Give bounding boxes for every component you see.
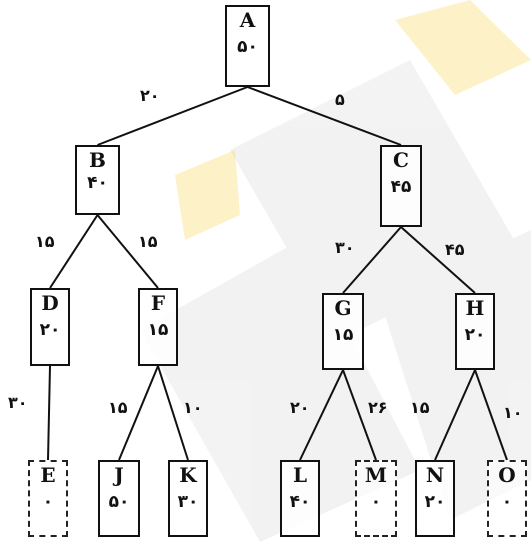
node-J: J ۵۰	[98, 460, 140, 537]
edge-H-N	[434, 369, 476, 461]
edge-weight-G-L: ۲۰	[290, 398, 310, 417]
node-value: ۲۰	[424, 492, 446, 512]
edge-weight-H-N: ۱۵	[410, 398, 430, 417]
edge-A-B	[97, 86, 248, 146]
edge-H-O	[474, 369, 508, 461]
edge-F-J	[118, 365, 159, 461]
edge-weight-G-M: ۲۶	[368, 398, 388, 417]
watermark-accent	[175, 0, 531, 240]
edge-B-F	[96, 214, 159, 289]
node-label: O	[498, 463, 516, 487]
edge-B-D	[49, 214, 99, 289]
node-label: B	[89, 148, 106, 172]
watermark-shapes	[140, 60, 531, 542]
node-label: A	[239, 8, 256, 32]
node-label: K	[179, 463, 197, 487]
edge-C-G	[342, 226, 402, 294]
node-label: N	[425, 463, 445, 487]
node-label: D	[41, 291, 59, 315]
node-L: L ۴۰	[280, 460, 320, 537]
edges-layer	[47, 86, 508, 461]
node-value: ۴۰	[87, 173, 108, 193]
edge-weight-F-K: ۱۰	[183, 398, 203, 417]
edge-weight-D-E: ۳۰	[8, 393, 28, 412]
edge-F-K	[157, 365, 189, 461]
node-N: N ۲۰	[415, 460, 455, 537]
edge-G-M	[342, 369, 377, 461]
node-H: H ۲۰	[455, 293, 495, 370]
node-label: F	[150, 291, 166, 315]
node-C: C ۴۵	[380, 145, 422, 227]
edge-C-H	[400, 226, 476, 294]
edge-weight-F-J: ۱۵	[108, 398, 128, 417]
node-value: ۵۰	[237, 37, 258, 57]
node-value: ۳۰	[177, 492, 199, 512]
edge-weight-A-C: ۵	[335, 90, 345, 109]
edge-weight-B-D: ۱۵	[35, 232, 55, 251]
edge-D-E	[47, 365, 51, 461]
node-F: F ۱۵	[138, 288, 178, 366]
node-label: J	[114, 463, 124, 487]
edge-weight-B-F: ۱۵	[138, 232, 158, 251]
node-value: ۴۵	[390, 177, 412, 197]
node-label: C	[393, 148, 409, 172]
node-value: ۰	[42, 492, 54, 512]
node-label: L	[292, 463, 308, 487]
edge-A-C	[247, 86, 402, 146]
edge-weight-A-B: ۲۰	[140, 86, 160, 105]
node-value: ۱۵	[147, 320, 169, 340]
edge-G-L	[299, 369, 344, 461]
node-A: A ۵۰	[225, 5, 270, 87]
node-label: H	[465, 296, 485, 320]
node-label: G	[334, 296, 352, 320]
edge-weight-C-H: ۴۵	[445, 240, 465, 259]
node-value: ۲۰	[464, 325, 486, 345]
node-value: ۴۰	[289, 492, 311, 512]
node-value: ۰	[501, 492, 513, 512]
edge-weight-C-G: ۳۰	[335, 238, 355, 257]
node-value: ۱۵	[332, 325, 354, 345]
node-value: ۵۰	[108, 492, 130, 512]
node-G: G ۱۵	[322, 293, 364, 370]
node-label: E	[40, 463, 56, 487]
node-K: K ۳۰	[168, 460, 208, 537]
node-label: M	[364, 463, 388, 487]
edge-weight-H-O: ۱۰	[503, 403, 523, 422]
node-value: ۲۰	[39, 320, 61, 340]
node-D: D ۲۰	[30, 288, 70, 366]
node-value: ۰	[370, 492, 382, 512]
